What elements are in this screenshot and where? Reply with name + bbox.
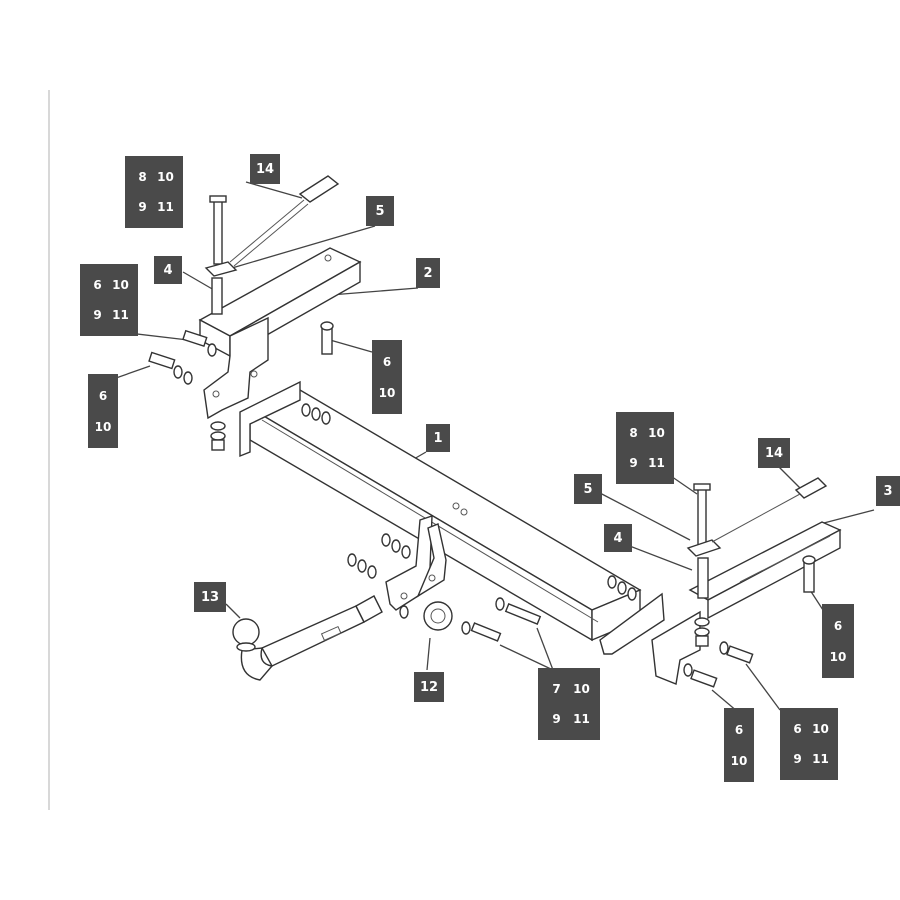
grid-cell: 8 (629, 426, 638, 440)
stack-center-bolt: 6 10 (372, 340, 402, 414)
grid-cell: 10 (812, 722, 829, 736)
grid-cell: 11 (648, 456, 665, 470)
right-hardware (607, 477, 828, 688)
stack-cell: 6 (382, 354, 392, 369)
label-main-bar: 1 (426, 424, 450, 452)
label-strap-left: 14 (250, 154, 280, 184)
stack-left-bolt: 6 10 (88, 374, 118, 448)
grid-cell: 11 (573, 712, 590, 726)
label-plate-left: 5 (366, 196, 394, 226)
grid-cell: 9 (93, 308, 102, 322)
right-bracket (651, 521, 842, 685)
label-plate-right: 5 (574, 474, 602, 504)
stack-cell: 10 (730, 753, 748, 768)
grid-cell: 7 (552, 682, 561, 696)
grid-cell: 9 (629, 456, 638, 470)
stack-cell: 6 (98, 388, 108, 403)
grid-cell: 10 (112, 278, 129, 292)
stack-cell: 10 (829, 649, 847, 664)
stack-right-bottom: 6 10 (724, 708, 754, 782)
grid-cell: 6 (93, 278, 102, 292)
grid-cell: 10 (573, 682, 590, 696)
grid-cell: 8 (138, 170, 147, 184)
left-hardware (148, 175, 340, 451)
left-border-line (48, 90, 50, 810)
stack-cell: 6 (734, 722, 744, 737)
stack-cell: 10 (94, 419, 112, 434)
grid-cell: 6 (793, 722, 802, 736)
grid-cell: 9 (552, 712, 561, 726)
stack-right-side: 6 10 (822, 604, 854, 678)
grid-cell: 9 (793, 752, 802, 766)
label-socket-plate: 12 (414, 672, 444, 702)
grid-bottom-right: 6 10 9 11 (780, 708, 838, 780)
grid-cell: 10 (648, 426, 665, 440)
tow-ball-assembly (232, 595, 383, 681)
grid-right-top: 8 10 9 11 (616, 412, 674, 484)
grid-cell: 11 (157, 200, 174, 214)
left-bracket (198, 247, 362, 420)
stack-cell: 6 (833, 618, 843, 633)
stack-cell: 10 (378, 385, 396, 400)
grid-cell: 11 (812, 752, 829, 766)
grid-cell: 9 (138, 200, 147, 214)
grid-cell: 11 (112, 308, 129, 322)
center-hardware (347, 515, 542, 642)
grid-left-mid: 6 10 9 11 (80, 264, 138, 336)
label-spacer-left: 4 (154, 256, 182, 284)
grid-bottom-center: 7 10 9 11 (538, 668, 600, 740)
label-tow-ball: 13 (194, 582, 226, 612)
label-spacer-right: 4 (604, 524, 632, 552)
label-strap-right: 14 (758, 438, 790, 468)
label-bracket-left: 2 (416, 258, 440, 288)
grid-left-top: 8 10 9 11 (125, 156, 183, 228)
grid-cell: 10 (157, 170, 174, 184)
label-bracket-right: 3 (876, 476, 900, 506)
